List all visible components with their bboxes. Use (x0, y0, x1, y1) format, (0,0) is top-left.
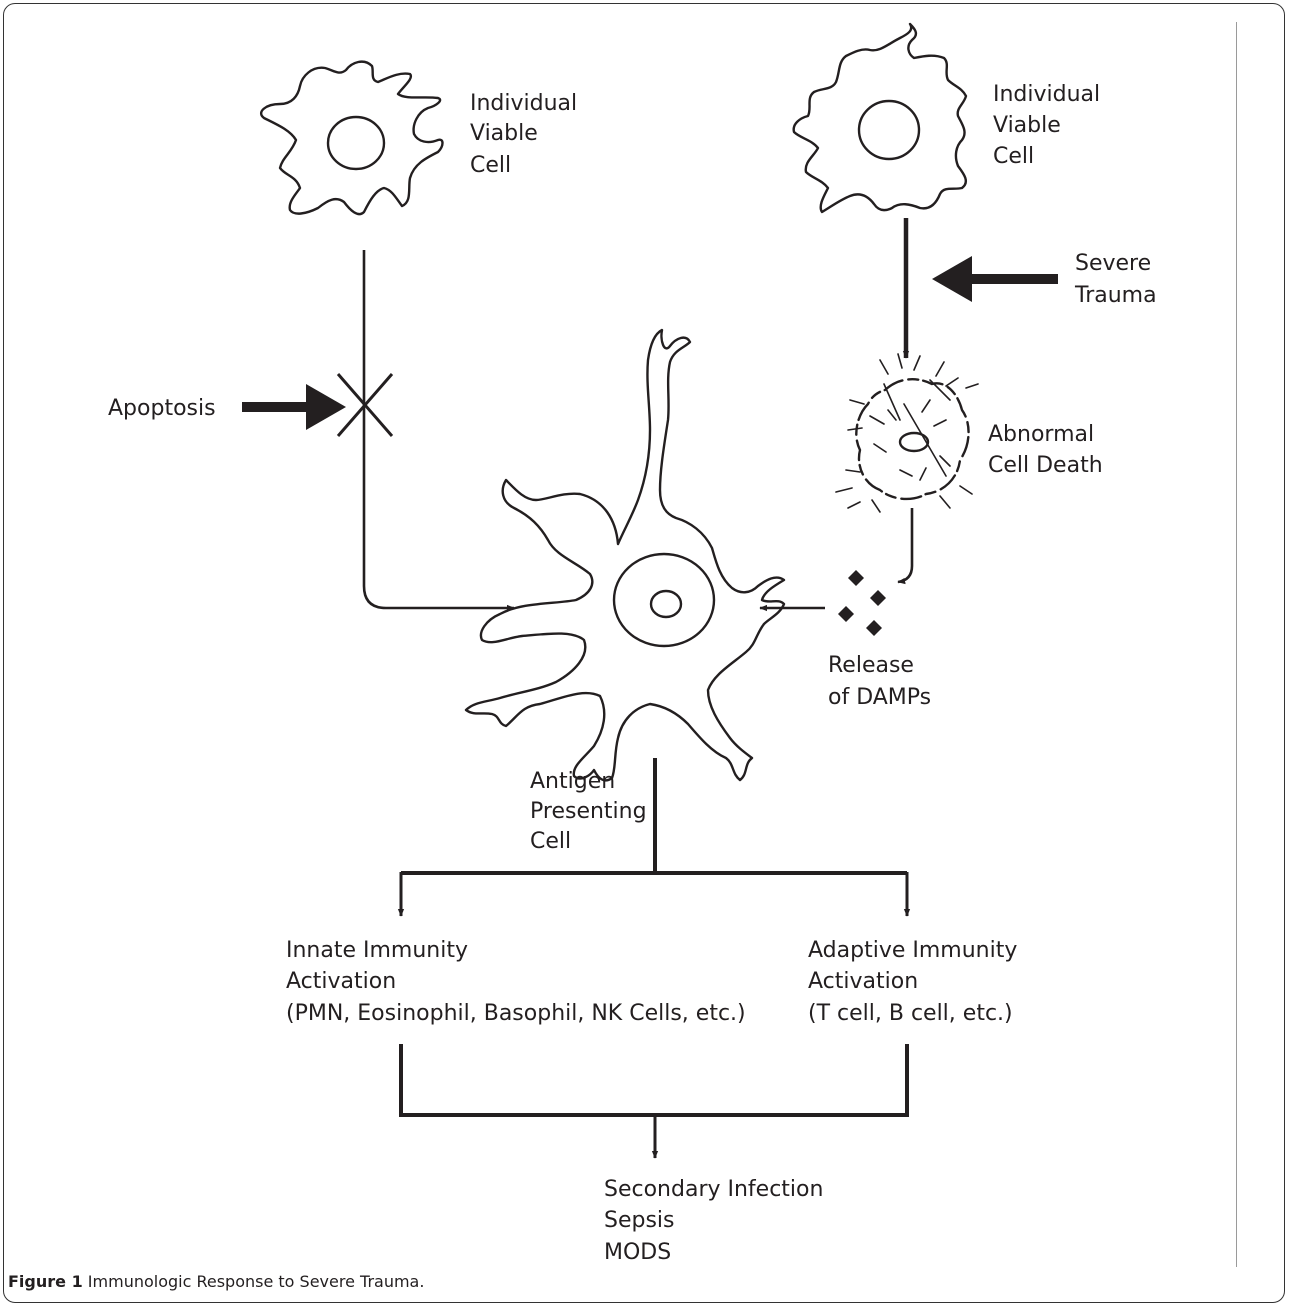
apoptosis-label: Apoptosis (108, 396, 216, 421)
figure-frame (3, 3, 1285, 1303)
antigen-presenting-cell-icon (464, 328, 786, 782)
severe-trauma-arrow (932, 256, 1058, 302)
abnormal-cell-death-label: Abnormal Cell Death (988, 422, 1103, 478)
figure-number: Figure 1 (8, 1272, 83, 1291)
abnormal-to-damps-arrow (897, 508, 914, 585)
column-divider (1236, 22, 1237, 1267)
abnormal-cell-death-icon (835, 353, 979, 513)
innate-immunity-label: Innate Immunity Activation (PMN, Eosinop… (286, 938, 746, 1026)
right-viable-cell-icon (792, 22, 968, 214)
left-viable-cell-icon (259, 60, 444, 216)
left-cell-to-apc-arrow (362, 250, 515, 612)
left-cell-label: Individual Viable Cell (470, 91, 584, 178)
apoptosis-block-x-stroke (336, 373, 394, 437)
adaptive-immunity-label: Adaptive Immunity Activation (T cell, B … (808, 938, 1024, 1026)
release-of-damps-label: Release of DAMPs (828, 653, 931, 710)
figure-caption: Figure 1 Immunologic Response to Severe … (8, 1272, 424, 1291)
severe-trauma-label: Severe Trauma (1074, 251, 1158, 308)
antigen-presenting-cell-label: Antigen Presenting Cell (530, 769, 654, 854)
right-cell-label: Individual Viable Cell (993, 82, 1107, 169)
damps-particles-icon (838, 570, 886, 636)
apoptosis-arrow (242, 384, 346, 430)
outcome-label: Secondary Infection Sepsis MODS (604, 1177, 830, 1265)
figure-caption-text: Immunologic Response to Severe Trauma. (87, 1272, 425, 1291)
